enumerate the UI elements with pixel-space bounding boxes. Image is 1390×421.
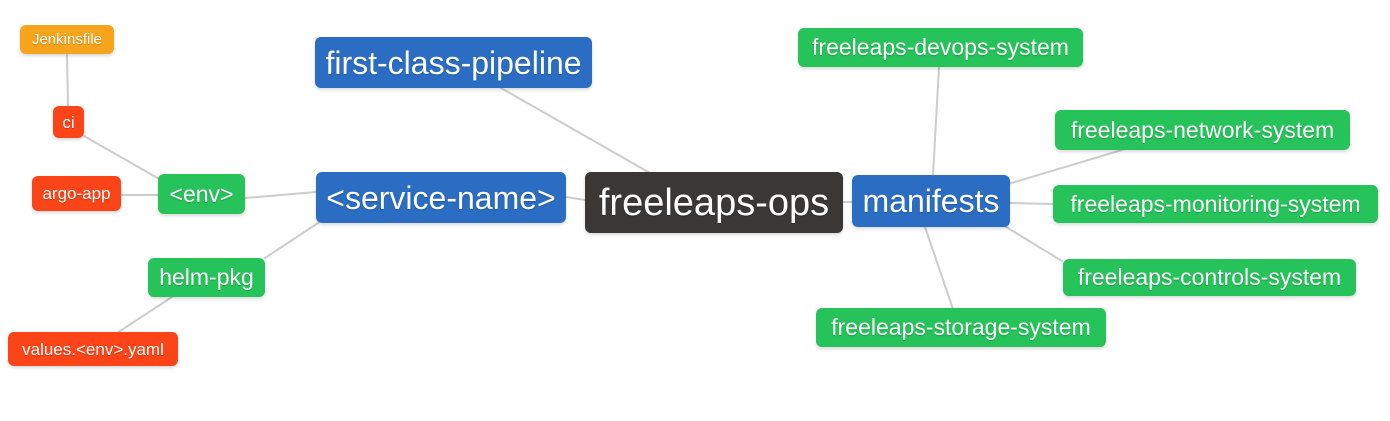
node-values-env-yaml[interactable]: values.<env>.yaml: [8, 332, 178, 366]
node-freeleaps-storage-system[interactable]: freeleaps-storage-system: [816, 308, 1106, 347]
node-jenkinsfile[interactable]: Jenkinsfile: [20, 25, 114, 54]
node-freeleaps-controls-system[interactable]: freeleaps-controls-system: [1063, 259, 1356, 296]
node-ci[interactable]: ci: [53, 106, 84, 138]
node-first-class-pipeline[interactable]: first-class-pipeline: [315, 37, 592, 88]
edge-manifests-to-freeleaps-network-system: [1007, 149, 1123, 185]
edge-manifests-to-freeleaps-devops-system: [932, 66, 940, 176]
edge-jenkinsfile-to-ci: [66, 53, 69, 107]
edge-helm-pkg-to-values-env-yaml: [116, 296, 173, 334]
node-freeleaps-network-system[interactable]: freeleaps-network-system: [1055, 110, 1350, 150]
node-manifests[interactable]: manifests: [852, 175, 1010, 227]
node-freeleaps-devops-system[interactable]: freeleaps-devops-system: [798, 28, 1083, 67]
edge-manifests-to-freeleaps-controls-system: [1002, 224, 1063, 262]
edge-service-name-to-freeleaps-ops: [565, 196, 586, 201]
edge-service-name-to-helm-pkg: [264, 222, 319, 259]
edge-env-to-service-name: [244, 191, 317, 199]
node-freeleaps-monitoring-system[interactable]: freeleaps-monitoring-system: [1053, 185, 1378, 223]
node-service-name[interactable]: <service-name>: [316, 172, 566, 223]
edge-manifests-to-freeleaps-monitoring-system: [1009, 202, 1054, 205]
node-freeleaps-ops[interactable]: freeleaps-ops: [585, 172, 843, 233]
node-env[interactable]: <env>: [158, 174, 245, 214]
edge-first-class-pipeline-to-freeleaps-ops: [500, 87, 651, 174]
edge-ci-to-env: [83, 135, 162, 181]
node-helm-pkg[interactable]: helm-pkg: [148, 258, 265, 297]
node-argo-app[interactable]: argo-app: [32, 176, 121, 211]
edge-manifests-to-freeleaps-storage-system: [924, 226, 954, 310]
